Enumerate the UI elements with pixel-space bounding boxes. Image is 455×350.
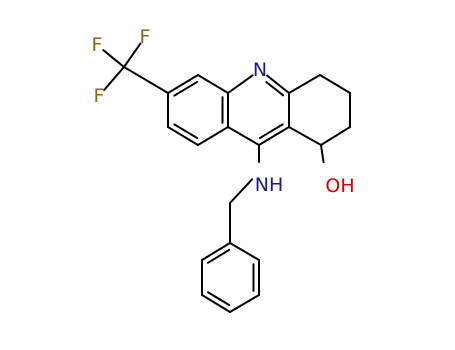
cf3-ring-bond <box>123 66 169 94</box>
fluorine-bottom-label: F <box>94 85 105 107</box>
ring-a-bond-5 <box>197 74 229 94</box>
cf3-f-left-bond <box>102 49 125 68</box>
ring-b-bond-3 <box>227 126 260 146</box>
phenyl-bond-1 <box>201 242 231 261</box>
ring-b-double-1 <box>265 81 285 97</box>
fluorine-left-label: F <box>92 34 103 56</box>
phenyl-bond-3 <box>201 294 231 313</box>
c-oh-bond <box>320 144 325 164</box>
ring-a-bond-6 <box>167 74 199 94</box>
ring-c-bond-5 <box>288 126 322 146</box>
ring-nitrogen-label: N <box>253 59 267 81</box>
amine-nitrogen-label: NH <box>255 174 284 196</box>
c-n-bond-left <box>227 74 254 94</box>
bond-layer <box>102 42 351 313</box>
ring-c-bond-2 <box>319 74 351 94</box>
hydroxyl-oxygen-label: OH <box>325 175 354 197</box>
ring-b-double-2 <box>258 123 284 140</box>
phenyl-double-1 <box>206 248 231 264</box>
phenyl-bond-6 <box>229 242 260 261</box>
ring-a-bond-2 <box>167 126 199 146</box>
atom-label-layer: N NH OH F F F <box>92 26 355 197</box>
ring-c-bond-4 <box>320 126 351 146</box>
ring-a-double-3 <box>173 80 199 97</box>
c-n-bond-right <box>266 74 290 94</box>
cf3-f-top-bond <box>123 42 142 68</box>
ring-b-bond-2 <box>258 126 290 146</box>
ring-c-bond-1 <box>288 74 321 94</box>
ring-a-double-1 <box>173 123 199 140</box>
phenyl-bond-4 <box>229 294 260 313</box>
fluorine-top-label: F <box>140 26 151 48</box>
ring-a-bond-3 <box>197 126 229 146</box>
phenyl-double-2 <box>207 291 231 307</box>
nh-ch2-bond <box>229 178 254 204</box>
cf3-f-bottom-bond <box>103 66 125 91</box>
